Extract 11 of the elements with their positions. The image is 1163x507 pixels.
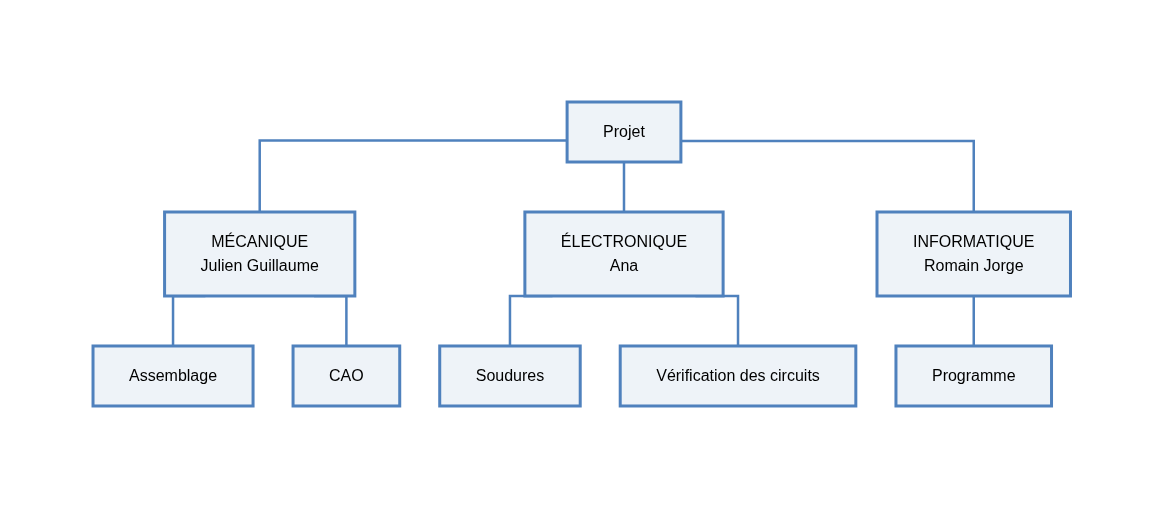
node-box: MÉCANIQUE Julien Guillaume — [162, 210, 357, 297]
node-box: INFORMATIQUE Romain Jorge — [875, 210, 1072, 297]
node-box: Projet — [565, 100, 683, 163]
node-box: Soudures — [437, 344, 582, 407]
node-box: CAO — [291, 344, 401, 407]
connector — [258, 138, 567, 212]
connector — [680, 139, 975, 212]
node-box: Programme — [894, 344, 1053, 407]
node-box: Vérification des circuits — [618, 344, 858, 407]
node-box: Assemblage — [91, 344, 255, 407]
node-box: ÉLECTRONIQUE Ana — [523, 210, 725, 297]
